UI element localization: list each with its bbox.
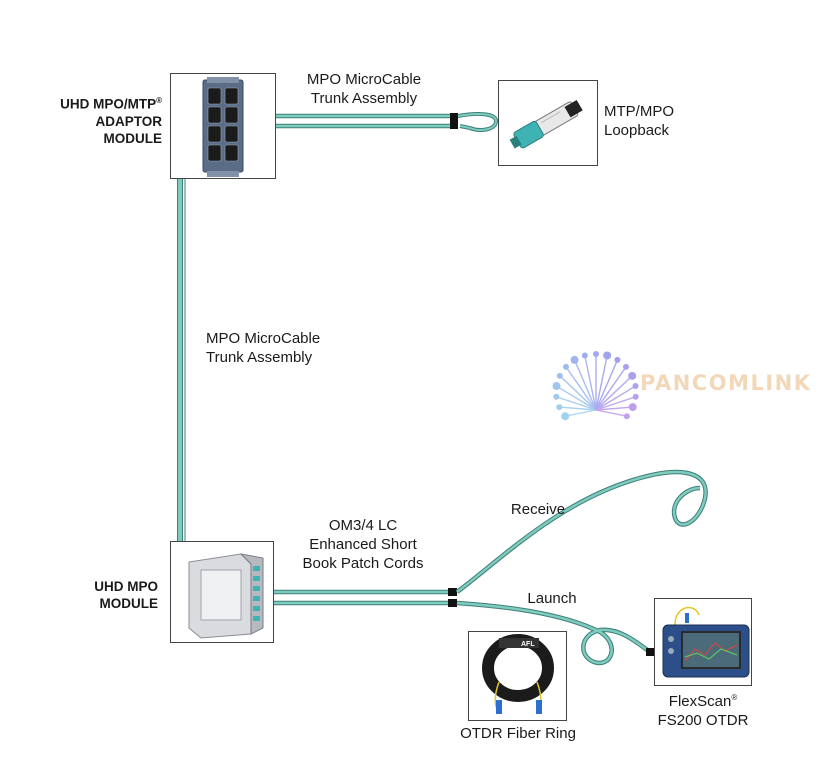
loopback-label: MTP/MPO Loopback <box>604 102 686 140</box>
trunk-vertical-line1: MPO MicroCable <box>206 330 321 347</box>
receive-fiber <box>455 469 708 594</box>
otdr-line2: FS200 OTDR <box>657 712 749 729</box>
flexscan-otdr-image <box>654 598 752 686</box>
mpo-module-image <box>170 541 274 643</box>
adaptor-module-image <box>170 73 276 179</box>
launch-connector <box>448 599 457 607</box>
mpo-module-line1: UHD MPO <box>94 579 158 594</box>
pancomlink-logo-text: PANCOMLINK <box>640 371 812 395</box>
trunk-vertical-line2: Trunk Assembly <box>206 349 313 366</box>
svg-text:AFL: AFL <box>521 641 535 648</box>
vertical-trunk-cable <box>177 178 186 542</box>
trunk-top-line1: MPO MicroCable <box>306 71 422 88</box>
loopback-line2: Loopback <box>604 122 670 139</box>
receive-label: Receive <box>510 501 566 518</box>
top-trunk-cable <box>276 111 499 132</box>
patch-line2: Enhanced Short <box>309 536 417 553</box>
trunk-top-label: MPO MicroCable Trunk Assembly <box>282 70 446 108</box>
patch-line1: OM3/4 LC <box>328 517 398 534</box>
mpo-module-line2: MODULE <box>99 596 159 611</box>
otdr-fiber-ring-image: AFL <box>468 631 567 721</box>
loopback-image <box>498 80 598 166</box>
adaptor-label-line2: ADAPTOR <box>95 113 162 129</box>
trunk-top-line2: Trunk Assembly <box>310 90 418 107</box>
adaptor-label-line1: UHD MPO/MTP <box>60 96 157 112</box>
top-trunk-connector <box>450 113 458 129</box>
fiber-ring-label: OTDR Fiber Ring <box>460 725 576 742</box>
patch-cord-label: OM3/4 LC Enhanced Short Book Patch Cords <box>286 516 440 573</box>
receive-connector <box>448 588 457 596</box>
otdr-label: FlexScan® FS200 OTDR <box>640 688 766 730</box>
adaptor-label-line3: MODULE <box>103 130 163 146</box>
mpo-module-label: UHD MPO MODULE <box>40 578 158 612</box>
trunk-vertical-label: MPO MicroCable Trunk Assembly <box>206 329 346 367</box>
launch-fiber <box>456 600 654 666</box>
otdr-line1-sup: ® <box>731 693 738 702</box>
pancomlink-logo-mark <box>552 351 639 421</box>
otdr-line1: FlexScan <box>668 693 732 710</box>
adaptor-label-sup: ® <box>156 96 162 105</box>
loopback-line1: MTP/MPO <box>604 103 674 120</box>
adaptor-module-label: UHD MPO/MTP® ADAPTOR MODULE <box>20 92 162 147</box>
patch-line3: Book Patch Cords <box>302 555 424 572</box>
launch-label: Launch <box>527 590 577 607</box>
patch-cords <box>274 588 457 607</box>
otdr-connector <box>646 648 654 656</box>
